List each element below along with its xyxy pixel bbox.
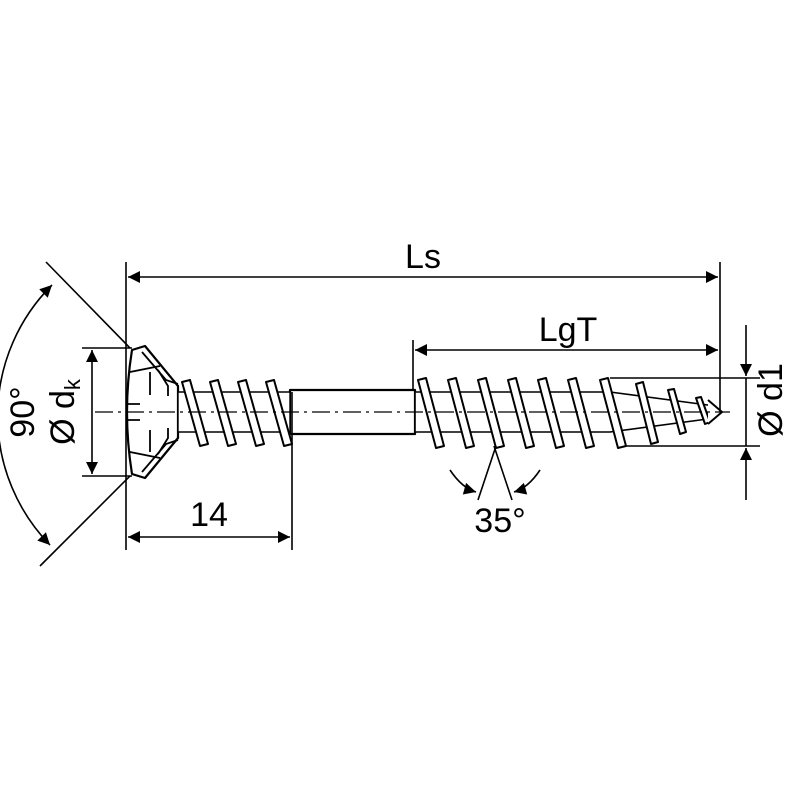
label-head-diameter: Ø dk: [44, 378, 85, 445]
main-thread: [417, 377, 711, 449]
thread-angle-dimension: [449, 445, 541, 501]
label-35-degrees: 35°: [474, 502, 525, 540]
extension-lines: [82, 262, 760, 550]
label-90-degrees: 90°: [4, 386, 42, 437]
head-drive-detail: [128, 351, 179, 473]
label-14: 14: [190, 496, 228, 534]
label-thread-diameter: Ø d1: [752, 363, 790, 437]
label-ls: Ls: [405, 238, 441, 276]
label-lgt: LgT: [539, 311, 598, 349]
head-angle-dimension: [0, 261, 131, 567]
under-head-thread: [181, 379, 293, 447]
